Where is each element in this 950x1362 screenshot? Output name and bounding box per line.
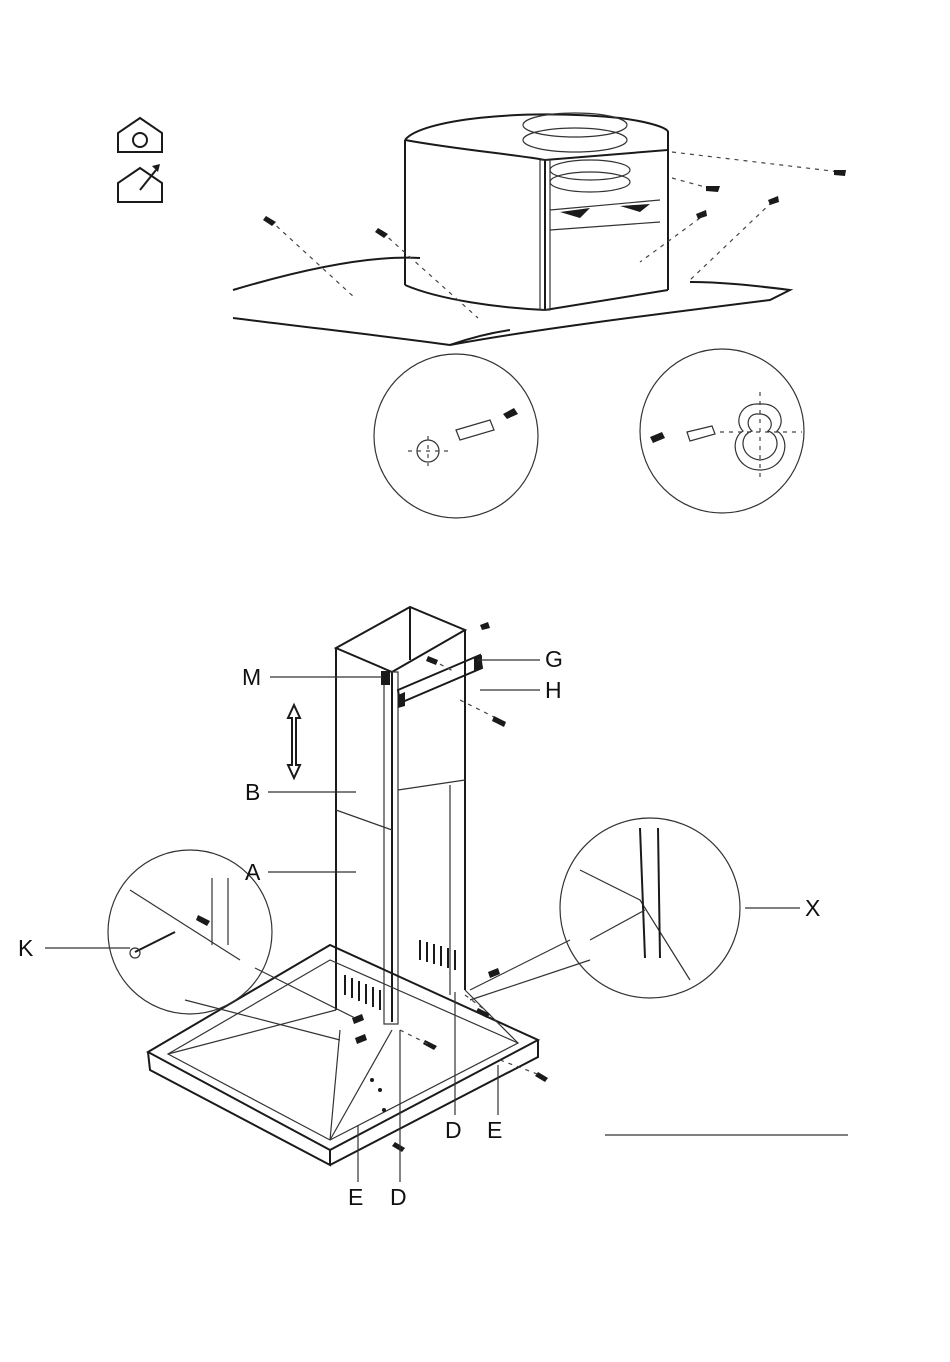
figure-chimney-assembly: M G H B A K X D E E D <box>18 607 848 1210</box>
label-e-bottom: E <box>348 1184 363 1210</box>
recirculation-house-icon <box>118 164 162 202</box>
label-g: G <box>545 646 563 672</box>
detail-joint-x <box>470 818 740 1000</box>
adjust-height-arrow-icon <box>288 705 300 778</box>
detail-keyhole-slot <box>640 349 804 513</box>
label-h: H <box>545 677 562 703</box>
label-x: X <box>805 895 820 921</box>
hood-canopy <box>148 945 538 1165</box>
detail-screw-k <box>108 850 355 1040</box>
label-b: B <box>245 779 260 805</box>
air-vents <box>345 940 455 1010</box>
label-d-right: D <box>445 1117 462 1143</box>
ducted-house-icon <box>118 118 162 152</box>
label-a: A <box>245 859 261 885</box>
label-e-right: E <box>487 1117 502 1143</box>
label-d-bottom: D <box>390 1184 407 1210</box>
chimney-section-inner <box>336 780 465 995</box>
detail-wall-plug <box>374 354 538 518</box>
label-k: K <box>18 935 34 961</box>
label-m: M <box>242 664 261 690</box>
figure-hood-mounting <box>118 113 846 518</box>
hood-motor-housing <box>405 113 668 310</box>
screw-m <box>381 671 390 685</box>
